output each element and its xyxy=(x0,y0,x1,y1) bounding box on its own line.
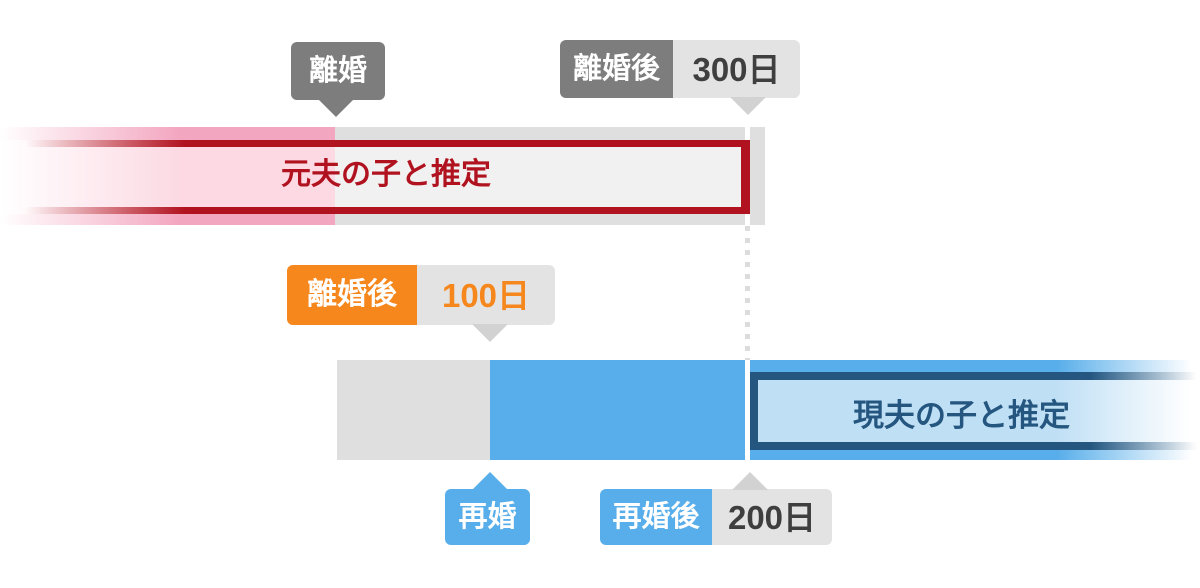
callout-after-divorce-300-prefix: 離婚後 xyxy=(560,40,673,98)
presumption-box-ex-husband xyxy=(0,140,750,214)
callout-divorce: 離婚 xyxy=(291,42,385,117)
callout-after-divorce-100: 離婚後 100日 xyxy=(287,265,555,342)
callout-after-remarriage-200-prefix: 再婚後 xyxy=(600,489,712,545)
callout-divorce-label: 離婚 xyxy=(308,54,367,87)
callout-after-divorce-100-prefix: 離婚後 xyxy=(287,265,417,325)
presumption-box-current-husband xyxy=(750,372,1200,450)
callout-after-remarriage-200-pointer-icon xyxy=(732,472,768,490)
red-border-bottom xyxy=(0,207,750,214)
label-ex-husband-presumption: 元夫の子と推定 xyxy=(281,158,491,191)
callout-after-divorce-300-pointer-icon xyxy=(730,97,766,115)
callout-after-divorce-300: 離婚後 300日 xyxy=(560,40,800,115)
callout-after-divorce-300-value: 300日 xyxy=(673,40,800,98)
navy-border-top xyxy=(750,372,1200,380)
callout-after-remarriage-200: 再婚後 200日 xyxy=(600,472,832,545)
navy-border-bottom xyxy=(750,442,1200,450)
dotted-connector-300-days xyxy=(745,226,750,360)
red-border-top xyxy=(0,140,750,147)
callout-remarriage-pointer-icon xyxy=(472,472,508,490)
red-border-right xyxy=(741,140,750,214)
label-current-husband-presumption: 現夫の子と推定 xyxy=(853,398,1070,433)
callout-remarriage-label: 再婚 xyxy=(458,500,517,533)
navy-border-left xyxy=(750,372,758,450)
callout-after-divorce-100-value: 100日 xyxy=(417,265,555,325)
callout-divorce-pointer-icon xyxy=(318,99,354,117)
callout-after-divorce-100-pointer-icon xyxy=(472,324,508,342)
callout-remarriage: 再婚 xyxy=(445,472,530,545)
callout-after-remarriage-200-value: 200日 xyxy=(712,489,832,545)
